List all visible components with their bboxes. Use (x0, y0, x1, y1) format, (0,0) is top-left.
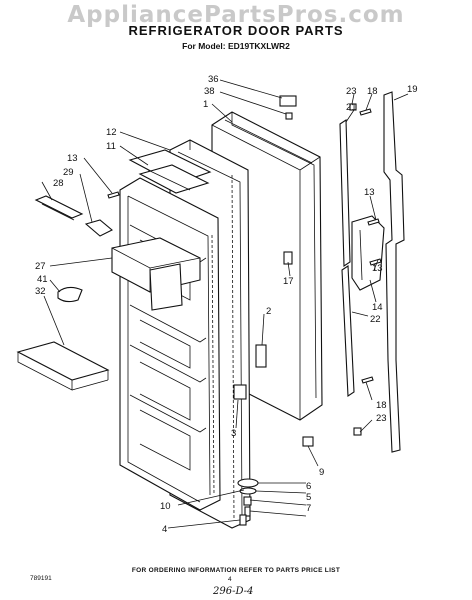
left-small-parts (16, 195, 113, 391)
callout-10: 10 (160, 501, 171, 512)
callout-13-right-lower: 13 (372, 263, 383, 274)
callout-9: 9 (319, 467, 324, 478)
callout-19: 19 (407, 84, 418, 95)
callout-32: 32 (35, 286, 46, 297)
leader-lines (41, 79, 409, 529)
callout-14: 14 (372, 302, 383, 313)
callout-23-top: 23 (346, 86, 357, 97)
document-code: 789191 (30, 575, 52, 582)
callout-11: 11 (106, 141, 116, 152)
page-number: 4 (228, 576, 232, 583)
callout-38: 38 (204, 86, 215, 97)
callout-23-bottom: 23 (376, 413, 387, 424)
callout-1: 1 (203, 99, 208, 110)
callout-18-bottom: 18 (376, 400, 387, 411)
callout-21: 21 (346, 102, 357, 113)
callout-13-top-left: 13 (67, 153, 78, 164)
fasteners (107, 95, 382, 436)
model-subtitle: For Model: ED19TKXLWR2 (182, 41, 290, 51)
callout-29: 29 (63, 167, 74, 178)
page-title: REFRIGERATOR DOOR PARTS (128, 23, 344, 38)
callout-36: 36 (208, 74, 219, 85)
top-trim-parts (128, 149, 212, 194)
callout-18-top: 18 (367, 86, 378, 97)
callout-28: 28 (53, 178, 64, 189)
watermark: AppliancePartsPros.com (67, 2, 405, 28)
door-handle-assembly (283, 91, 405, 453)
ordering-note: FOR ORDERING INFORMATION REFER TO PARTS … (131, 567, 341, 574)
callout-17: 17 (283, 276, 294, 287)
callout-22: 22 (370, 314, 381, 325)
callout-2: 2 (266, 306, 271, 317)
callout-6: 6 (306, 481, 311, 492)
callout-13-right-upper: 13 (364, 187, 375, 198)
callout-12: 12 (106, 127, 117, 138)
callout-labels: 36 38 1 12 11 13 29 28 27 41 32 23 21 18… (35, 74, 418, 535)
handwritten-note: 296-D-4 (213, 586, 254, 597)
dispenser-housing (111, 237, 201, 311)
callout-5: 5 (306, 492, 311, 503)
callout-7: 7 (306, 503, 311, 514)
callout-41: 41 (37, 274, 48, 285)
callout-27: 27 (35, 261, 46, 272)
callout-4: 4 (162, 524, 167, 535)
callout-3: 3 (231, 428, 236, 439)
door-inner-liner (119, 177, 221, 511)
